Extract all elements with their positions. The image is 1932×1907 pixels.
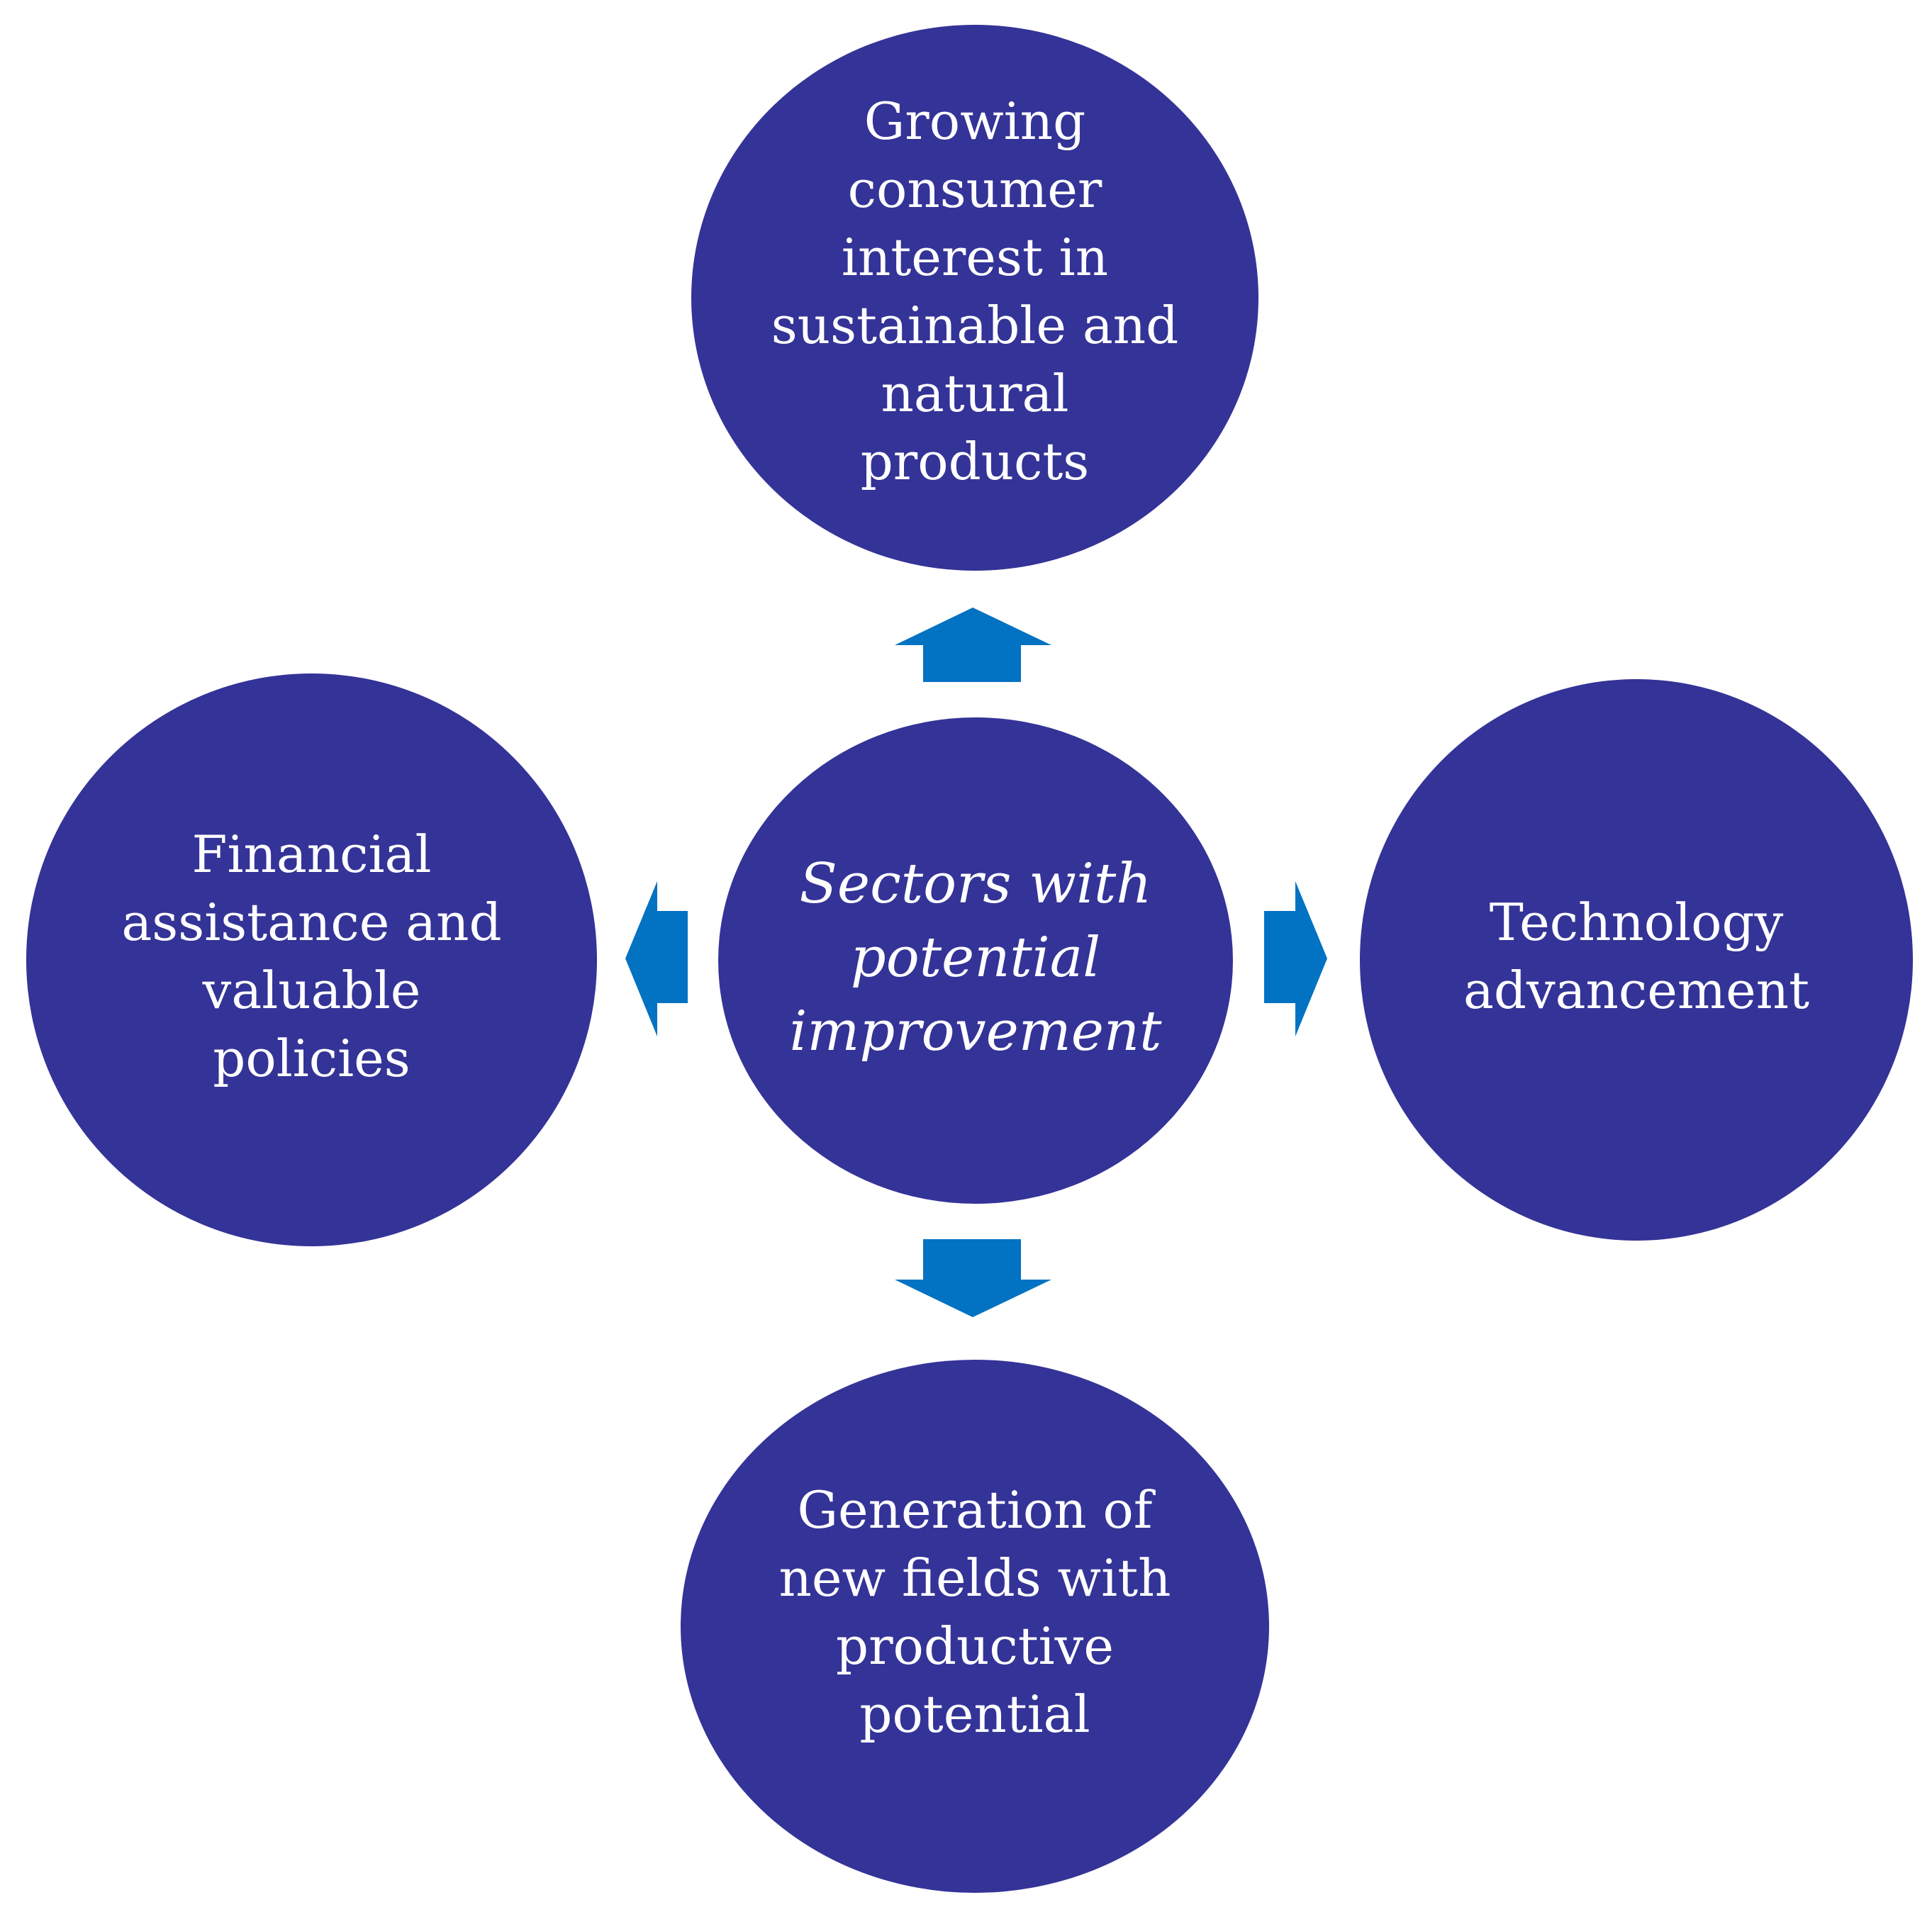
arrow-up	[895, 608, 1051, 682]
node-technology-advancement-label: Technology advancement	[1463, 893, 1810, 1020]
node-technology-advancement: Technology advancement	[1360, 679, 1913, 1241]
node-new-fields-label: Generation of new fields with productive…	[778, 1480, 1171, 1744]
arrow-right	[1264, 881, 1327, 1036]
node-center-sectors: Sectors with potential improvement	[718, 717, 1233, 1204]
arrow-down	[895, 1239, 1051, 1317]
node-financial-assistance: Financial assistance and valuable polici…	[26, 673, 597, 1246]
arrow-left	[625, 881, 688, 1036]
node-center-sectors-label: Sectors with potential improvement	[789, 852, 1162, 1063]
node-consumer-interest-label: Growing consumer interest in sustainable…	[771, 91, 1179, 491]
node-new-fields: Generation of new fields with productive…	[681, 1360, 1269, 1893]
node-consumer-interest: Growing consumer interest in sustainable…	[691, 25, 1258, 571]
node-financial-assistance-label: Financial assistance and valuable polici…	[121, 824, 502, 1088]
